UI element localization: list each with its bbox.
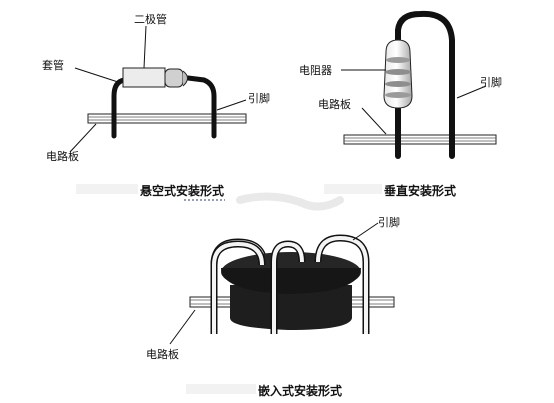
resistor-body (383, 39, 413, 109)
label-lead-1: 引脚 (248, 91, 270, 105)
board-leader-2 (361, 107, 387, 135)
lead-leader-2 (456, 85, 487, 99)
panel-embedded: 引脚 电路板 嵌入式安装形式 (146, 215, 400, 398)
resistor-lead-right (395, 10, 455, 159)
circuit-board (343, 134, 497, 145)
panel-vertical: 电阻器 引脚 电路板 垂直安装形式 (236, 10, 502, 211)
label-lead-2: 引脚 (480, 75, 502, 89)
lead-leader-1 (216, 99, 247, 111)
panel-suspended: 二极管 套管 引脚 电路板 悬空式安装形式 (42, 12, 270, 201)
caption-suspended: 悬空式安装形式 (139, 183, 224, 198)
lead-loops-front (210, 234, 370, 334)
caption-smudge (324, 184, 382, 194)
board-leader-3 (169, 309, 196, 345)
diode-leads (111, 75, 217, 139)
label-board-3: 电路板 (146, 347, 179, 361)
diode-body (122, 67, 188, 88)
label-resistor: 电阻器 (299, 64, 332, 77)
caption-embedded: 嵌入式安装形式 (258, 383, 342, 398)
label-board-1: 电路板 (46, 149, 79, 163)
lead-leader-3 (352, 222, 379, 241)
label-sleeve: 套管 (42, 58, 64, 72)
caption-vertical: 垂直安装形式 (384, 183, 456, 198)
caption-smudge (76, 184, 138, 194)
diode-leader (143, 25, 147, 69)
label-diode: 二极管 (134, 12, 167, 26)
label-board-2: 电路板 (318, 97, 351, 111)
caption-smudge (186, 384, 256, 394)
sleeve-leader (74, 67, 119, 83)
label-lead-3: 引脚 (378, 215, 400, 229)
caption-smudge (236, 192, 344, 211)
board-leader-1 (69, 123, 97, 153)
toroid-body (221, 252, 361, 330)
